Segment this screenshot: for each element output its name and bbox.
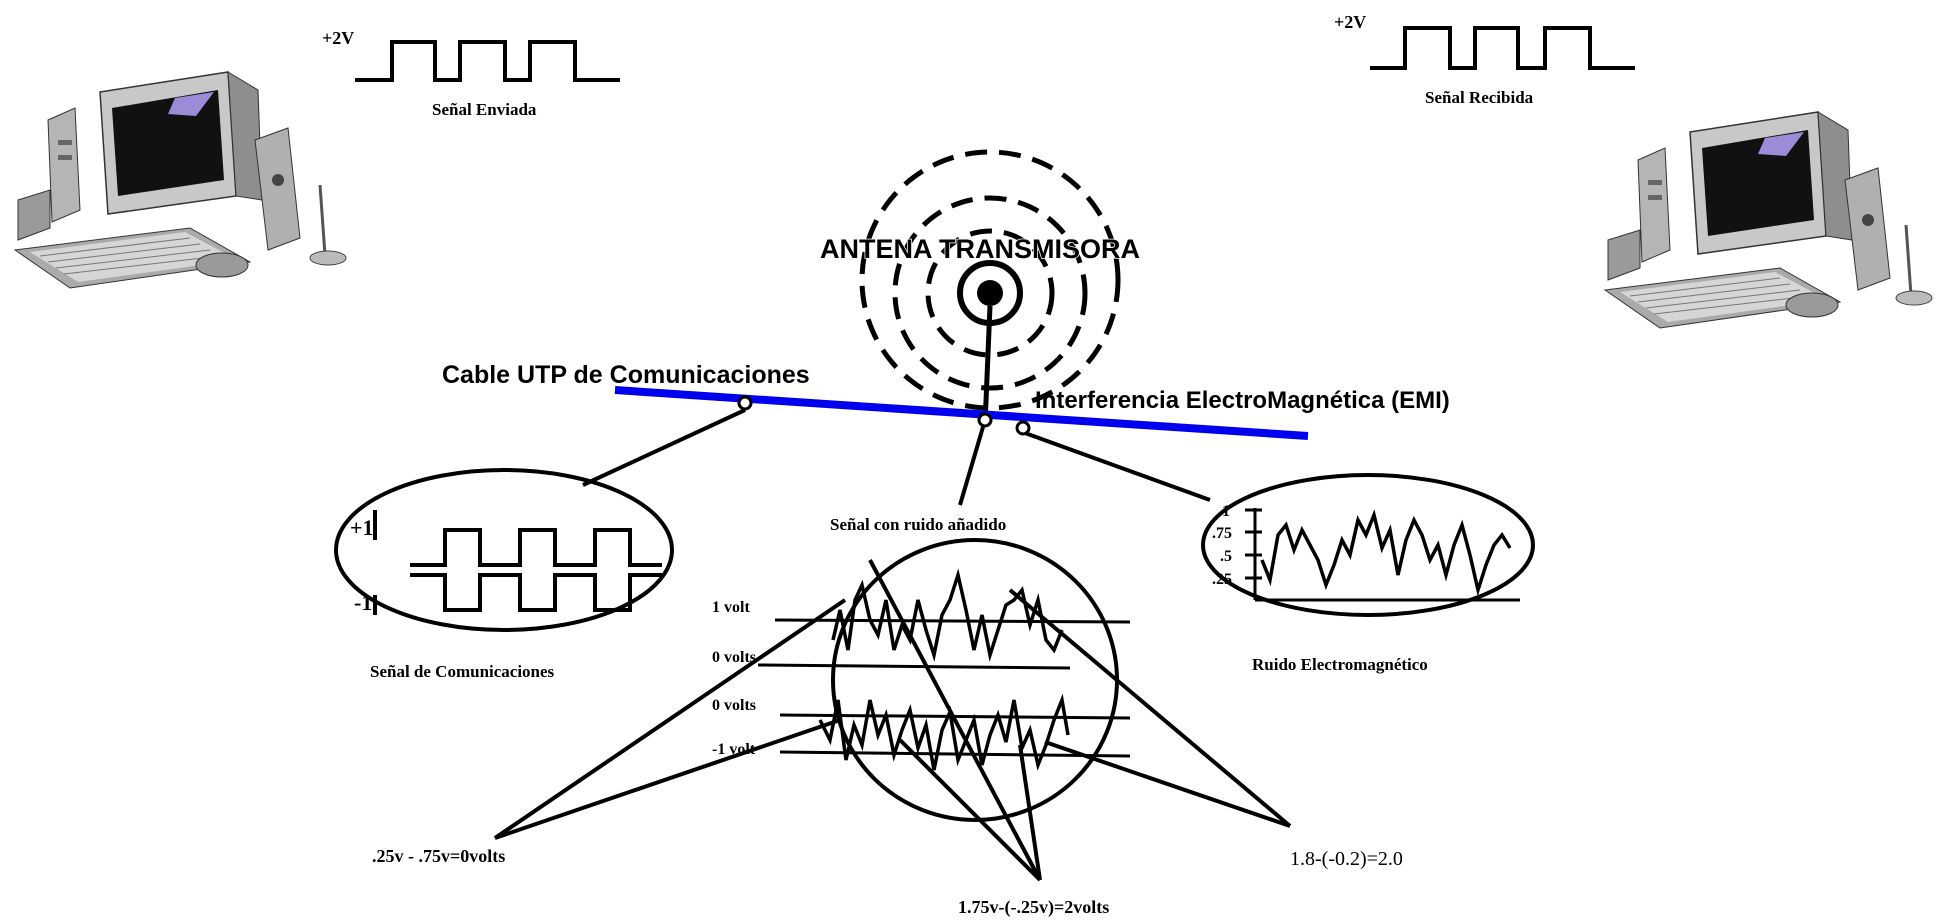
calc-left: .25v - .75v=0volts [372,846,505,866]
received-voltage-label: +2V [1334,12,1366,32]
combined-level-lines [757,618,1131,758]
noise-tick-05: .5 [1220,548,1232,565]
antenna-label: ANTENA TRANSMISORA [820,234,1140,264]
connector-lines [582,408,1211,506]
comm-signal-caption: Señal de Comunicaciones [370,662,555,681]
cable-probe-point [737,395,753,411]
comm-plus-label: +1 [350,515,374,540]
combined-level-0volts-lower: 0 volts [712,697,756,714]
noise-caption: Ruido Electromagnético [1252,655,1428,674]
comm-minus-label: -1 [354,590,372,615]
comm-signal-ellipse [334,468,674,632]
received-signal-waveform [1370,26,1635,70]
combined-signal-ellipse [831,538,1119,822]
noise-ellipse [1201,473,1535,617]
cable-probe-point [1015,420,1031,436]
combined-signal-caption: Señal con ruido añadido [830,515,1006,534]
noise-axes [1245,508,1520,602]
combined-upper-waveform [831,568,1064,662]
sent-signal-waveform [355,40,620,82]
calculation-leader-lines [493,559,1292,882]
noise-tick-025: .25 [1212,571,1232,588]
combined-level-1volt: 1 volt [712,599,750,616]
noise-tick-1: 1 [1222,503,1230,520]
combined-lower-waveform [818,693,1070,771]
sent-voltage-label: +2V [322,28,354,48]
combined-level-0volts-upper: 0 volts [712,649,756,666]
noise-tick-075: .75 [1212,525,1232,542]
cable-probe-point [977,412,993,428]
utp-cable [614,386,1309,440]
left-computer-icon [13,71,347,289]
received-signal-caption: Señal Recibida [1425,88,1534,107]
noise-waveform [1260,509,1512,597]
calc-right: 1.8-(-0.2)=2.0 [1290,848,1403,870]
cable-label: Cable UTP de Comunicaciones [442,361,810,389]
sent-signal-caption: Señal Enviada [432,100,537,119]
comm-signal-waveform [373,510,662,615]
calc-bottom: 1.75v-(-.25v)=2volts [958,897,1109,918]
emi-label: Interferencia ElectroMagnética (EMI) [1035,387,1450,414]
right-computer-icon [1603,111,1933,329]
radio-antenna-icon [859,149,1121,426]
